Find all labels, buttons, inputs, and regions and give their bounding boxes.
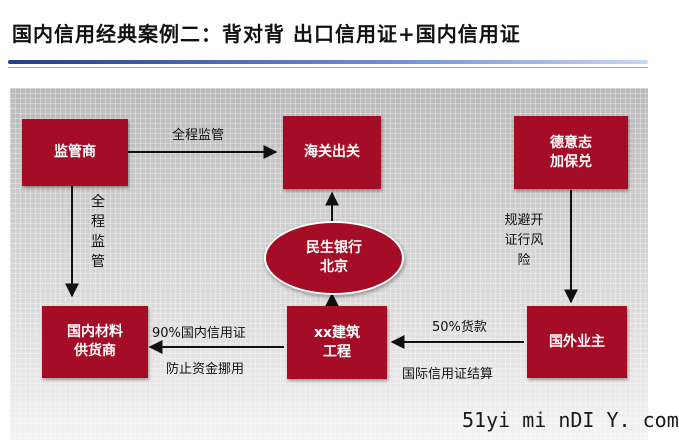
node-builder: xx建筑 工程	[287, 306, 387, 379]
node-insurer: 德意志 加保兑	[514, 116, 628, 189]
label-intl-lc-settlement: 国际信用证结算	[402, 367, 494, 382]
node-supplier: 国内材料 供货商	[42, 306, 148, 378]
label-prevent-fund-misuse: 防止资金挪用	[166, 362, 245, 377]
title-underline-thin	[8, 67, 648, 68]
label-payment-50: 50%货款	[432, 320, 487, 335]
node-regulator: 监管商	[22, 119, 128, 186]
watermark-text: 51yi mi nDI Y. com	[462, 408, 679, 432]
page-title: 国内信用经典案例二：背对背 出口信用证+国内信用证	[12, 22, 521, 46]
label-avoid-issuing-bank-risk: 规避开证行风险	[504, 213, 544, 268]
title-underline	[8, 60, 648, 64]
label-domestic-lc: 90%国内信用证	[152, 326, 246, 341]
label-full-supervision-vertical: 全程监管	[91, 194, 105, 270]
node-customs: 海关出关	[283, 116, 381, 189]
node-foreign-owner: 国外业主	[527, 306, 627, 378]
label-full-supervision-horizontal: 全程监管	[172, 128, 225, 143]
arrow-layer	[65, 145, 578, 354]
node-bank: 民生银行 北京	[264, 221, 404, 295]
